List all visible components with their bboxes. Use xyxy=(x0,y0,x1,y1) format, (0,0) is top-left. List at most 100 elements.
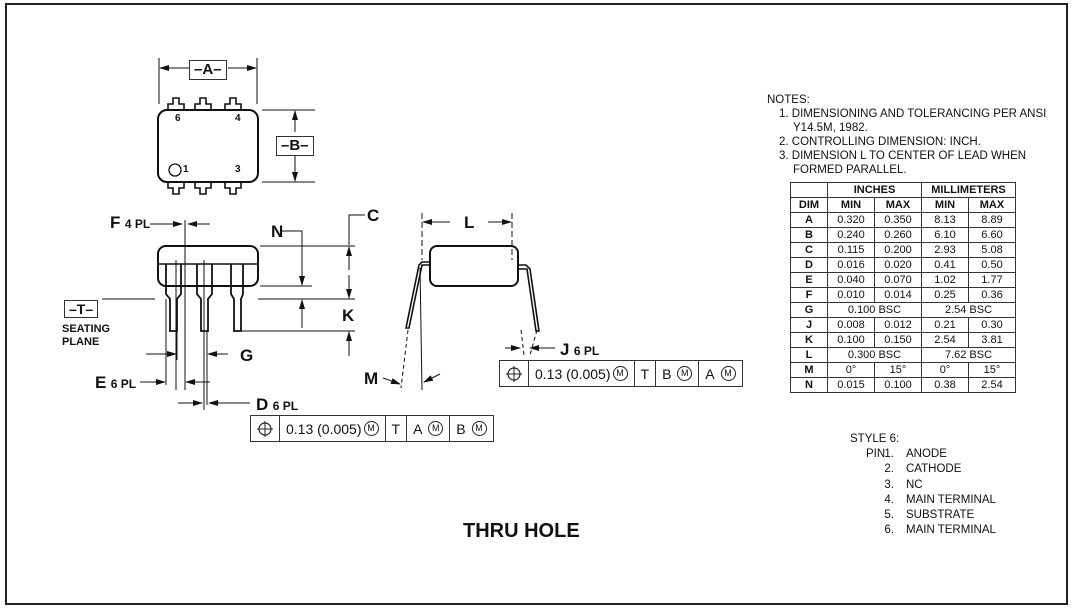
cell-dim: E xyxy=(790,272,828,288)
cell-mm-min: 0.25 xyxy=(921,287,969,303)
cell-in-min: 0.320 xyxy=(827,212,875,228)
cell-dim: N xyxy=(790,377,828,393)
cell-in-min: 0.240 xyxy=(827,227,875,243)
package-body-top xyxy=(157,109,259,183)
feature-control-frame-j: 0.13 (0.005)M T B M A M xyxy=(499,360,743,387)
datum-ref: T xyxy=(640,365,650,382)
datum-t-label: –T– xyxy=(64,300,99,318)
datum-cell-1: T xyxy=(635,361,657,386)
cell-in-min: 0.040 xyxy=(827,272,875,288)
cell-in-max: 0.150 xyxy=(874,332,922,348)
package-body-side xyxy=(429,245,519,287)
notes-heading: NOTES: xyxy=(767,94,810,106)
dim-j-letter: J xyxy=(560,340,570,359)
pin-number-6: 6 xyxy=(175,113,181,124)
pin-3-tab xyxy=(224,182,242,195)
mmc-modifier-icon: M xyxy=(363,421,379,436)
cell-dim: G xyxy=(790,302,828,318)
note-1-cont: Y14.5M, 1982. xyxy=(793,122,868,134)
datum-ref: B xyxy=(456,420,466,437)
cell-in-min: 0.016 xyxy=(827,257,875,273)
cell-mm-bsc: 2.54 BSC xyxy=(921,302,1016,318)
cell-dim: K xyxy=(790,332,828,348)
pin-number: 5. xyxy=(884,509,894,522)
header-in-max: MAX xyxy=(874,197,922,213)
cell-in-max: 0.014 xyxy=(874,287,922,303)
pin-function: CATHODE xyxy=(906,463,962,476)
note-1: 1. DIMENSIONING AND TOLERANCING PER ANSI xyxy=(767,107,1046,121)
front-view xyxy=(102,214,365,410)
dim-f-letter: F xyxy=(110,213,121,232)
cell-mm-min: 0.41 xyxy=(921,257,969,273)
cell-dim: M xyxy=(790,362,828,378)
cell-mm-min: 2.93 xyxy=(921,242,969,258)
cell-in-max: 0.012 xyxy=(874,317,922,333)
pin-4-tab xyxy=(224,97,242,110)
cell-mm-min: 2.54 xyxy=(921,332,969,348)
drawing-frame xyxy=(5,3,1068,605)
dim-d-label: D 6 PL xyxy=(256,395,298,415)
cell-in-max: 0.070 xyxy=(874,272,922,288)
tolerance-value: 0.13 (0.005) xyxy=(535,365,611,382)
cell-mm-max: 6.60 xyxy=(968,227,1016,243)
dim-c-label: C xyxy=(367,206,380,225)
cell-mm-max: 15° xyxy=(968,362,1016,378)
cell-in-bsc: 0.300 BSC xyxy=(827,347,922,363)
seating-plane-line1: SEATING xyxy=(62,323,111,335)
cell-in-max: 15° xyxy=(874,362,922,378)
cell-mm-min: 1.02 xyxy=(921,272,969,288)
pin-number-4: 4 xyxy=(235,113,241,124)
dim-f-label: F 4 PL xyxy=(110,213,150,233)
datum-ref: A xyxy=(413,420,423,437)
dim-j-label: J 6 PL xyxy=(560,340,599,360)
dim-g-label: G xyxy=(240,346,254,365)
mmc-modifier-icon: M xyxy=(612,366,628,381)
datum-b-label: –B– xyxy=(276,136,314,156)
pin-function: MAIN TERMINAL xyxy=(906,493,996,506)
note-3: 3. DIMENSION L TO CENTER OF LEAD WHEN xyxy=(767,149,1046,163)
pin-1-tab xyxy=(167,182,185,195)
dim-m-label: M xyxy=(364,369,379,388)
side-view xyxy=(382,213,555,391)
cell-in-max: 0.350 xyxy=(874,212,922,228)
cell-in-min: 0° xyxy=(827,362,875,378)
dim-f-qty: 4 PL xyxy=(124,217,151,231)
lead-left xyxy=(165,264,182,332)
header-dim: DIM xyxy=(790,197,828,213)
cell-mm-min: 0° xyxy=(921,362,969,378)
cell-dim: B xyxy=(790,227,828,243)
cell-in-bsc: 0.100 BSC xyxy=(827,302,922,318)
notes-block: NOTES: 1. DIMENSIONING AND TOLERANCING P… xyxy=(767,93,1046,177)
drawing-title: THRU HOLE xyxy=(463,520,580,542)
cell-in-max: 0.100 xyxy=(874,377,922,393)
dim-e-qty: 6 PL xyxy=(110,377,137,391)
top-view xyxy=(157,58,315,195)
dim-e-letter: E xyxy=(95,373,107,392)
note-2: 2. CONTROLLING DIMENSION: INCH. xyxy=(767,135,1046,149)
seating-plane-line2: PLANE xyxy=(62,336,100,348)
tolerance-value: 0.13 (0.005) xyxy=(286,420,362,437)
cell-in-min: 0.015 xyxy=(827,377,875,393)
dim-k-label: K xyxy=(342,306,355,325)
datum-cell-3: B M xyxy=(450,416,492,441)
cell-mm-bsc: 7.62 BSC xyxy=(921,347,1016,363)
cell-mm-max: 8.89 xyxy=(968,212,1016,228)
pin-function: SUBSTRATE xyxy=(906,509,975,522)
lead-right xyxy=(230,264,244,332)
dim-d-letter: D xyxy=(256,395,269,414)
cell-in-max: 0.200 xyxy=(874,242,922,258)
datum-a-label: –A– xyxy=(189,60,227,80)
table-corner xyxy=(790,182,828,198)
cell-in-min: 0.115 xyxy=(827,242,875,258)
